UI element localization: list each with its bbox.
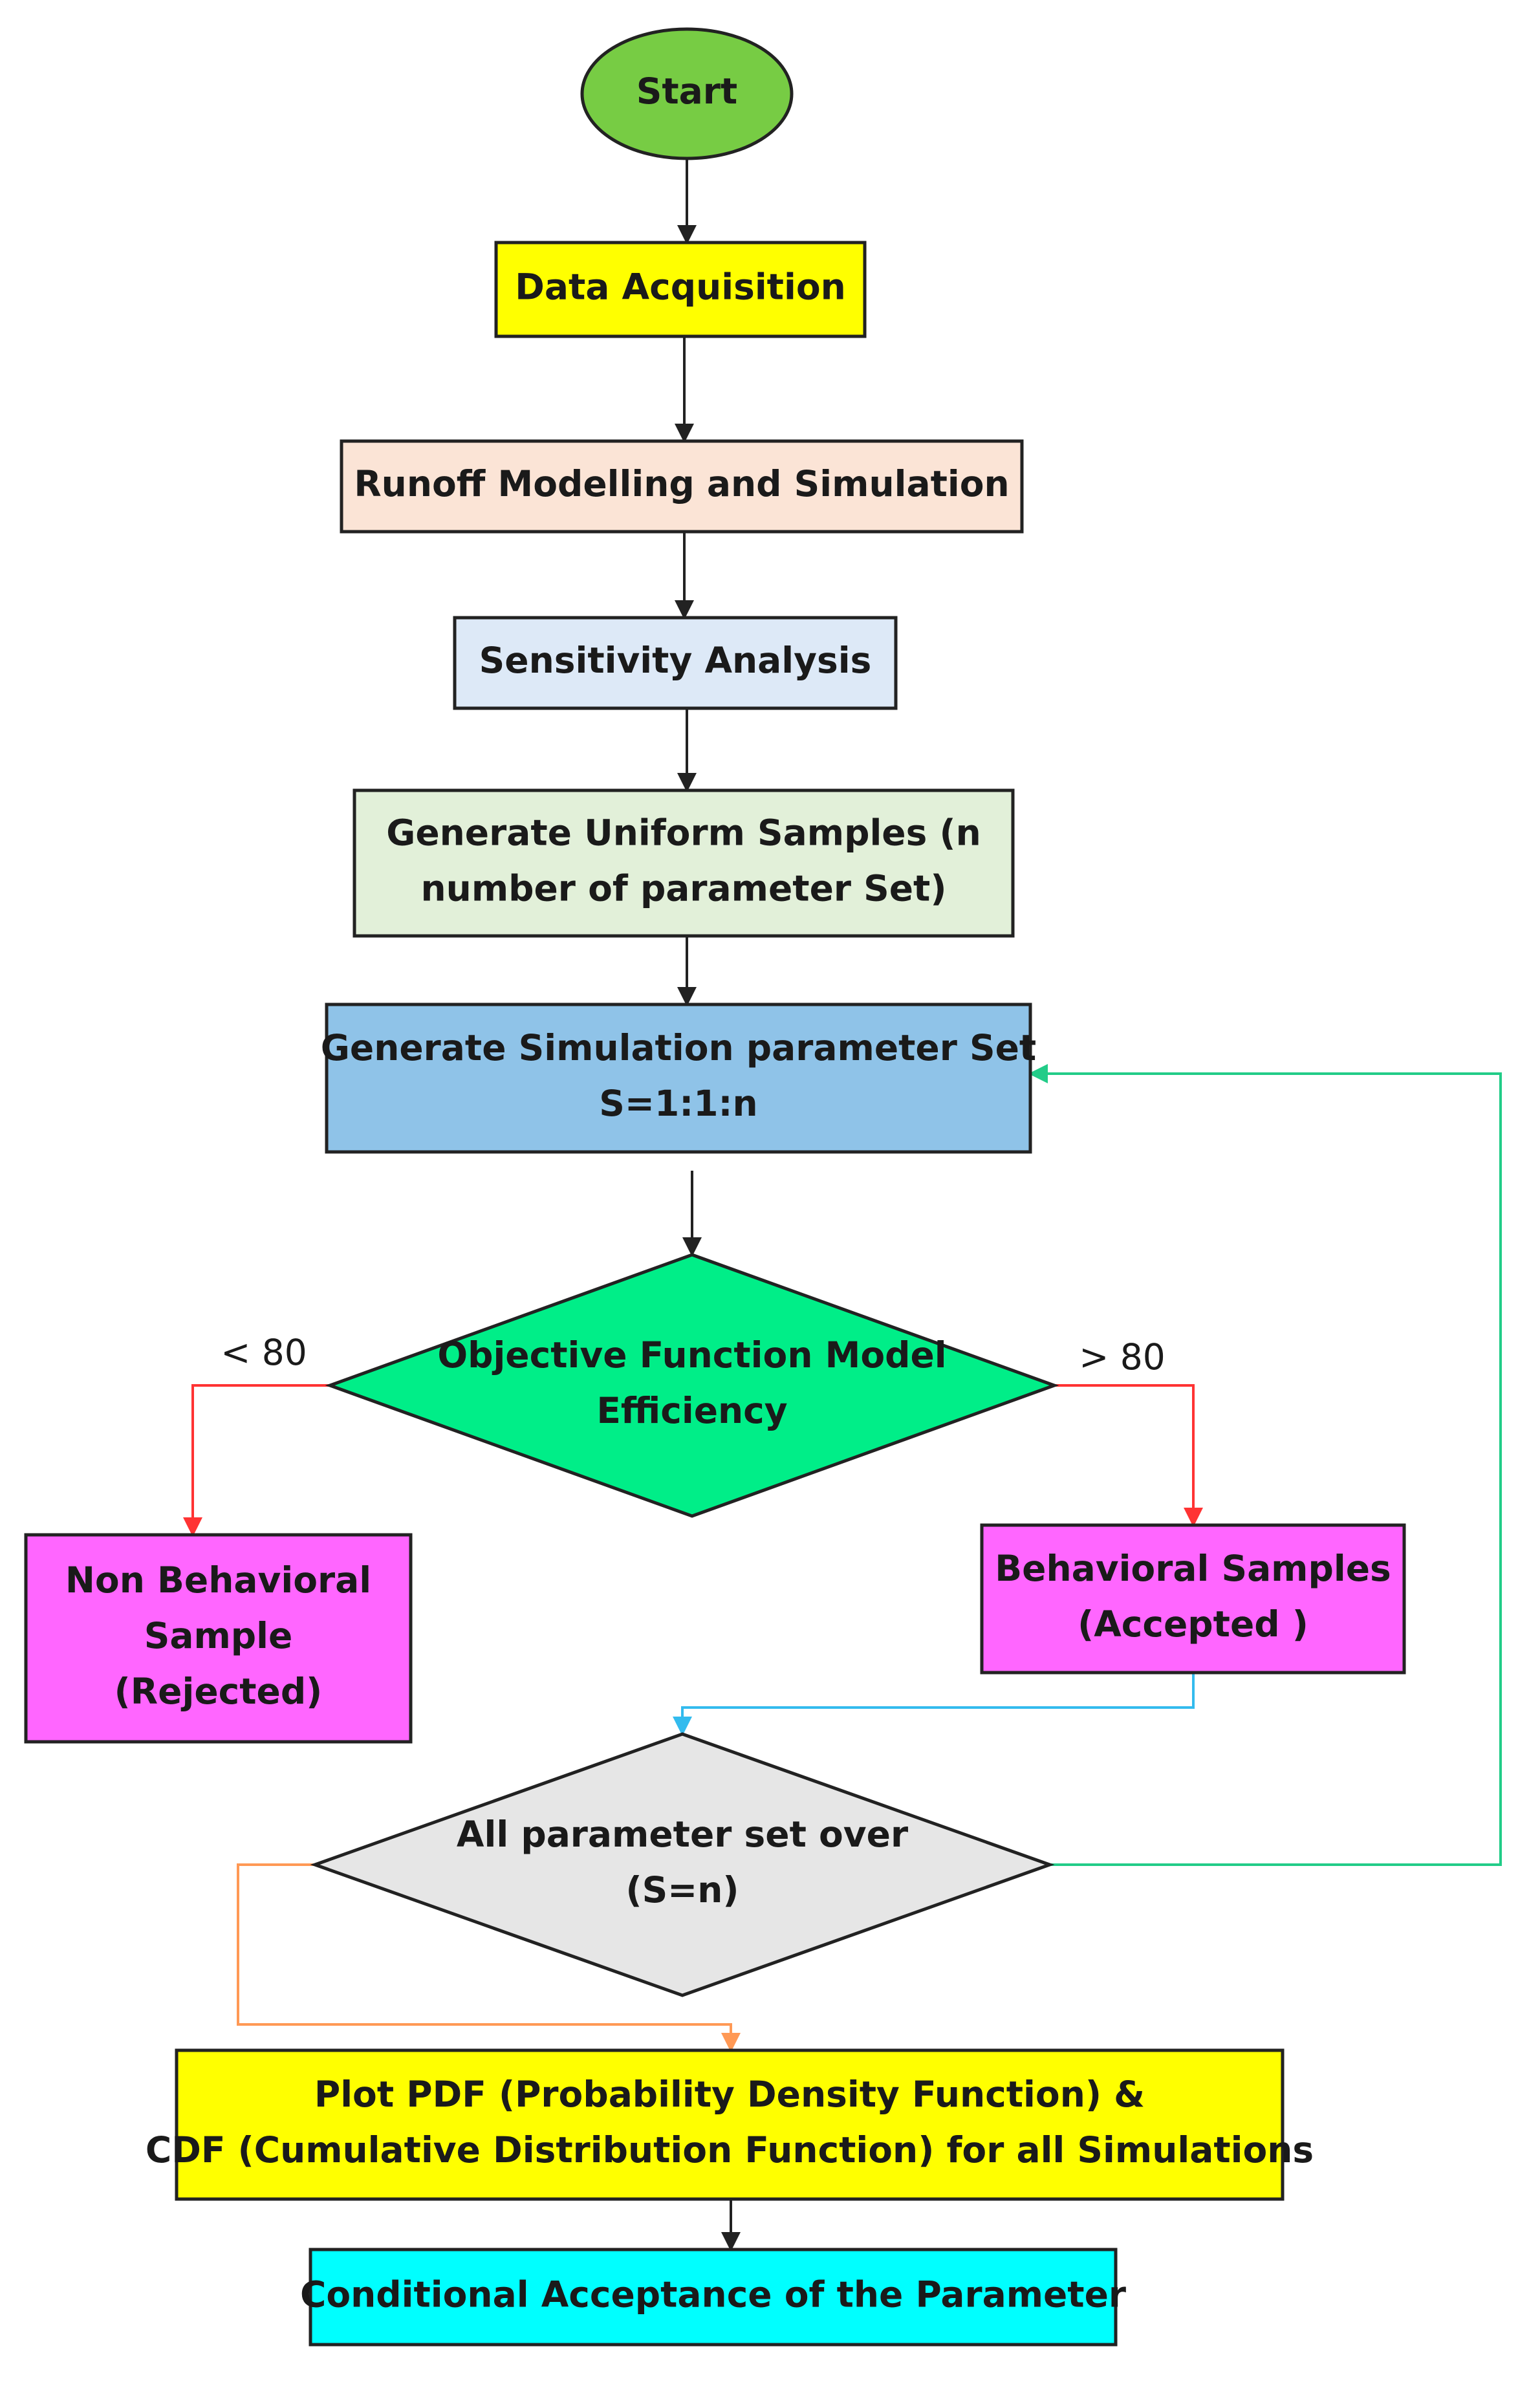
node-label: Efficiency [596, 1390, 787, 1431]
edge-objective-to-accepted [1054, 1384, 1203, 1527]
node-shape [352, 788, 1015, 938]
node-label: Behavioral Samples [995, 1548, 1391, 1589]
edge-decision-loop-back [1028, 1064, 1502, 1866]
node-label: Generate Simulation parameter Set [321, 1027, 1036, 1068]
node-data-acquisition: Data Acquisition [494, 241, 867, 338]
node-label: Runoff Modelling and Simulation [354, 463, 1009, 504]
edge-accepted-to-decision [673, 1673, 1195, 1736]
edge-decision-to-plot [237, 1863, 741, 2052]
node-shape [340, 439, 1024, 534]
node-shape [24, 1533, 413, 1744]
node-shape [980, 1523, 1406, 1675]
node-runoff: Runoff Modelling and Simulation [340, 439, 1024, 534]
node-label: Plot PDF (Probability Density Function) … [314, 2074, 1145, 2115]
node-shape [580, 27, 794, 160]
edge-label-greater-80: > 80 [1079, 1336, 1166, 1378]
node-shape [175, 2048, 1285, 2201]
node-label: Sensitivity Analysis [479, 640, 872, 681]
node-shape [494, 241, 867, 338]
node-all-over: All parameter set over (S=n) [310, 1732, 1055, 1997]
node-label: Sample [144, 1615, 293, 1656]
node-label: Data Acquisition [515, 266, 846, 308]
node-uniform: Generate Uniform Samples (n number of par… [352, 788, 1015, 938]
node-acceptance: Conditional Acceptance of the Parameter [300, 2248, 1126, 2347]
node-label: Non Behavioral [65, 1559, 371, 1601]
node-label: number of parameter Set) [421, 868, 947, 909]
edge-objective-to-rejected [183, 1384, 330, 1537]
node-label: (S=n) [625, 1869, 739, 1911]
node-sensitivity: Sensitivity Analysis [453, 616, 898, 710]
node-shape [310, 1732, 1055, 1997]
node-shape [309, 2248, 1118, 2347]
node-shape [453, 616, 898, 710]
node-label: Generate Uniform Samples (n [386, 812, 981, 854]
node-label: Objective Function Model [437, 1334, 946, 1376]
node-label: S=1:1:n [599, 1083, 757, 1124]
edge-label-less-80: < 80 [221, 1332, 307, 1373]
node-label: CDF (Cumulative Distribution Function) f… [146, 2129, 1314, 2171]
node-label: (Rejected) [114, 1671, 323, 1712]
node-behavioral: Behavioral Samples (Accepted ) [980, 1523, 1406, 1675]
node-shape [325, 1253, 1059, 1518]
node-plot: Plot PDF (Probability Density Function) … [146, 2048, 1314, 2201]
node-label: (Accepted ) [1078, 1603, 1308, 1645]
node-label: Conditional Acceptance of the Parameter [300, 2274, 1126, 2316]
node-start: Start [580, 27, 794, 160]
node-label: All parameter set over [457, 1814, 908, 1855]
node-shape [325, 1003, 1032, 1154]
node-label: Start [636, 70, 737, 112]
